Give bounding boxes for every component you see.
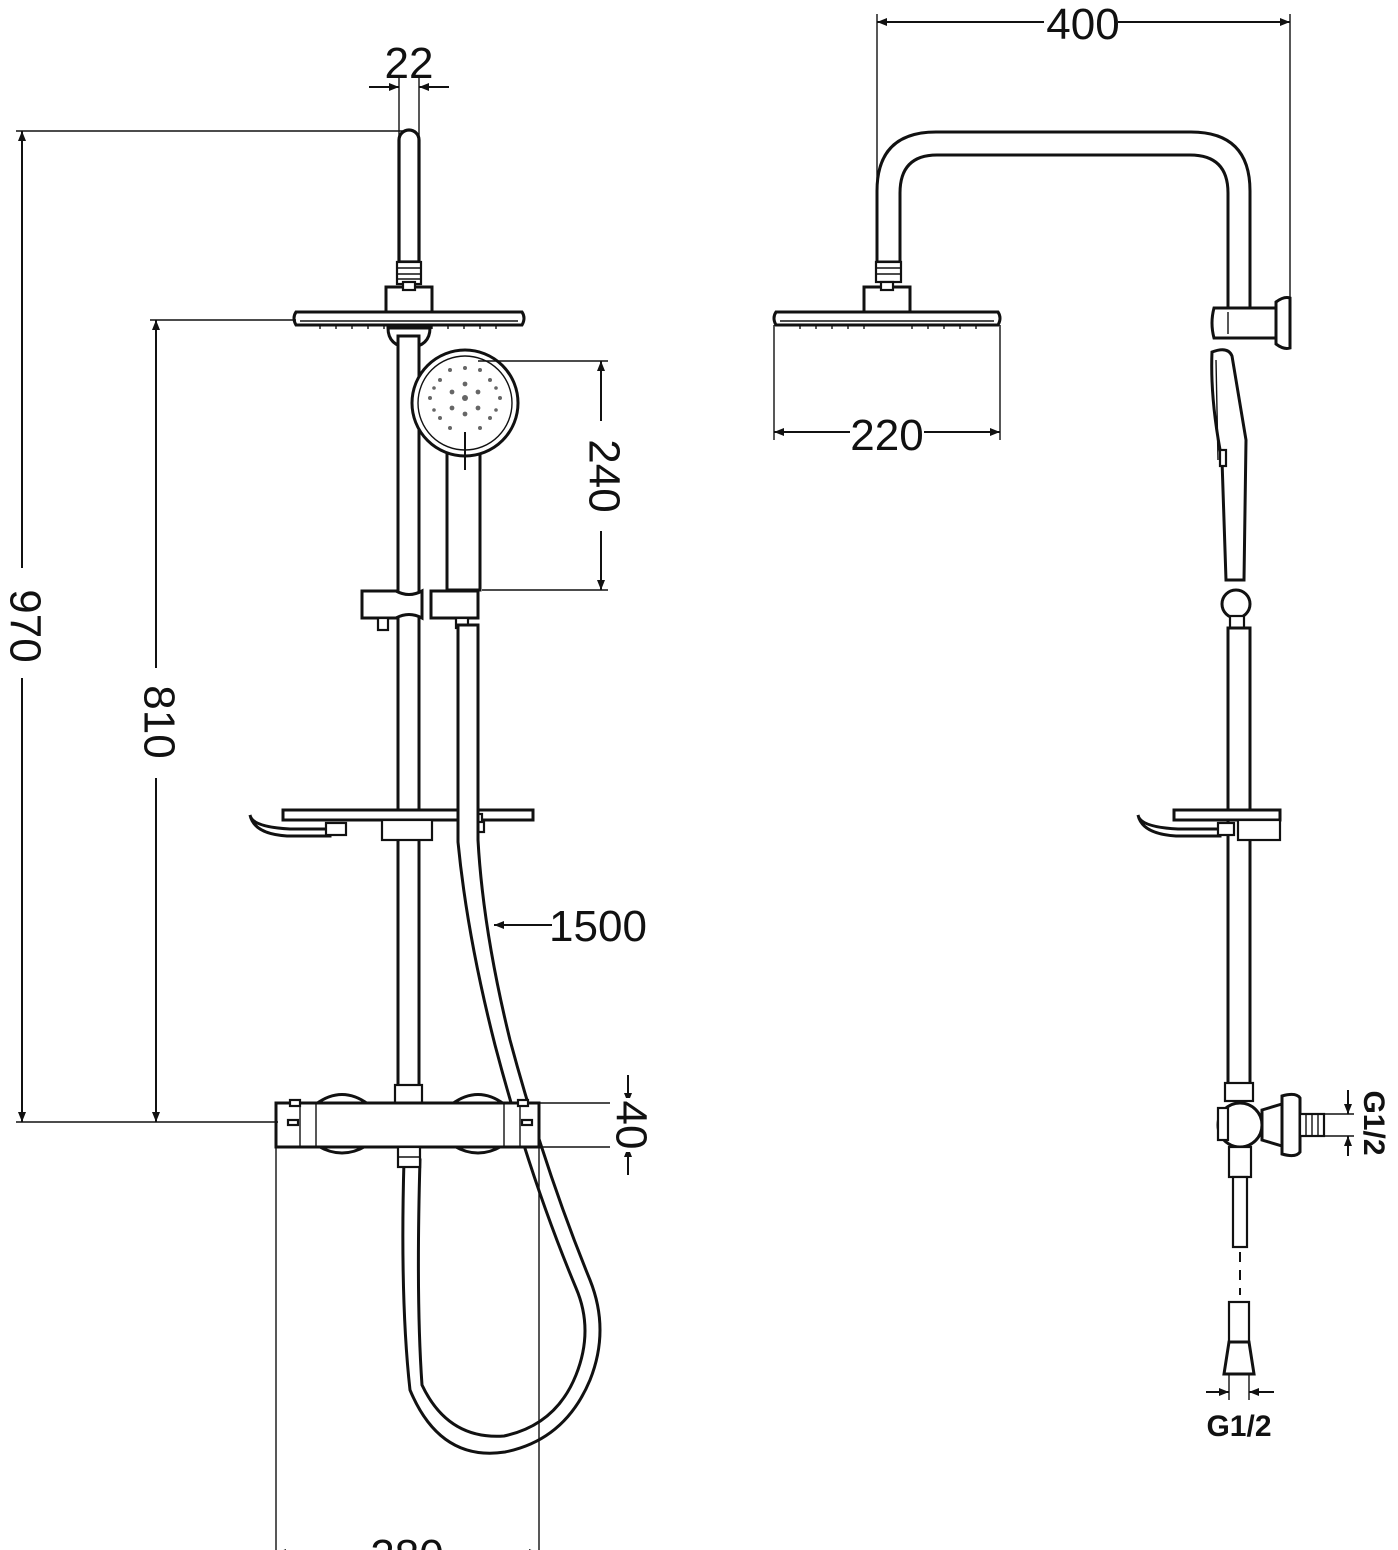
front-thermostatic-mixer	[274, 1093, 541, 1169]
dim-hand-shower-length: 240	[579, 439, 628, 512]
dim-inlet-thread: G1/2	[1357, 1090, 1390, 1155]
front-view: 22 970 810 240 1500 40 280	[0, 39, 655, 1550]
dim-pipe-diameter: 22	[385, 39, 434, 88]
front-hand-shower	[410, 348, 520, 592]
side-wall-bracket	[1210, 296, 1292, 350]
dim-total-height: 970	[0, 589, 49, 662]
front-extension-lines	[16, 76, 632, 1550]
front-slider-holder	[360, 588, 480, 632]
side-overhead-arm	[874, 130, 1252, 310]
side-hand-shower	[1210, 348, 1252, 630]
side-soap-shelf	[1136, 808, 1282, 842]
side-dimension-lines	[773, 14, 1380, 1400]
dim-mixer-spacing: 280	[370, 1531, 443, 1550]
dim-hose-length: 1500	[549, 902, 647, 951]
front-soap-shelf	[248, 808, 535, 842]
side-view: 400 220 G1/2 G1/2	[772, 0, 1390, 1443]
side-vertical-rail	[1223, 626, 1255, 1103]
side-shower-head	[772, 280, 1002, 329]
front-vertical-rail	[393, 334, 424, 1105]
front-hose	[401, 623, 602, 1455]
dim-outlet-thread: G1/2	[1206, 1410, 1271, 1443]
dim-head-diameter: 220	[850, 411, 923, 460]
front-top-pipe	[395, 128, 423, 286]
dim-mixer-height: 40	[606, 1101, 655, 1150]
dim-arm-reach: 400	[1046, 0, 1119, 49]
front-shower-head	[292, 280, 526, 350]
dim-head-height: 810	[134, 685, 183, 758]
side-mixer-connector	[1216, 1092, 1326, 1376]
